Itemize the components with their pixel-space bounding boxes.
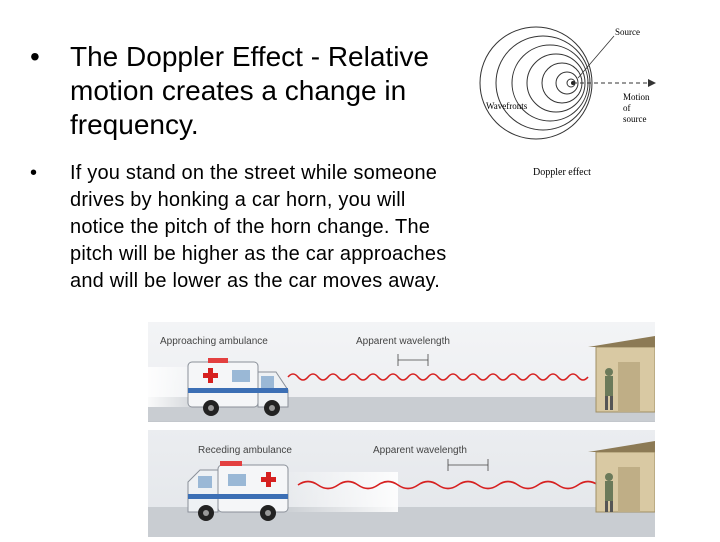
motion-of-label: of (623, 103, 631, 113)
approaching-label: Approaching ambulance (160, 336, 268, 347)
wavefronts-label: Wavefronts (486, 101, 528, 111)
motion-label: Motion (623, 92, 650, 102)
listener-building-bottom (588, 441, 655, 512)
apparent-wavelength-label-top: Apparent wavelength (356, 336, 450, 347)
bullet-doppler-title: • The Doppler Effect - Relative motion c… (30, 40, 450, 142)
source-label: Source (615, 27, 640, 37)
listener-building-top (588, 336, 655, 412)
bullet-honking-example: • If you stand on the street while someo… (30, 160, 450, 295)
bullet-list: • The Doppler Effect - Relative motion c… (30, 40, 450, 295)
receding-label: Receding ambulance (198, 445, 292, 456)
ambulance-illustration-svg: Approaching ambulance Apparent wavelengt… (148, 322, 655, 537)
doppler-diagram: Source Wavefronts Motion of source Doppl… (478, 20, 678, 185)
bullet-marker: • (30, 40, 40, 74)
apparent-wavelength-label-bottom: Apparent wavelength (373, 445, 467, 456)
bullet-honking-text: If you stand on the street while someone… (70, 162, 446, 292)
motion-source-label: source (623, 114, 647, 124)
bullet-doppler-text: The Doppler Effect - Relative motion cre… (70, 41, 429, 140)
doppler-diagram-svg: Source Wavefronts Motion of source Doppl… (478, 20, 678, 185)
bullet-marker: • (30, 160, 37, 187)
ambulance-illustration: Approaching ambulance Apparent wavelengt… (148, 322, 655, 537)
doppler-caption: Doppler effect (533, 167, 591, 178)
